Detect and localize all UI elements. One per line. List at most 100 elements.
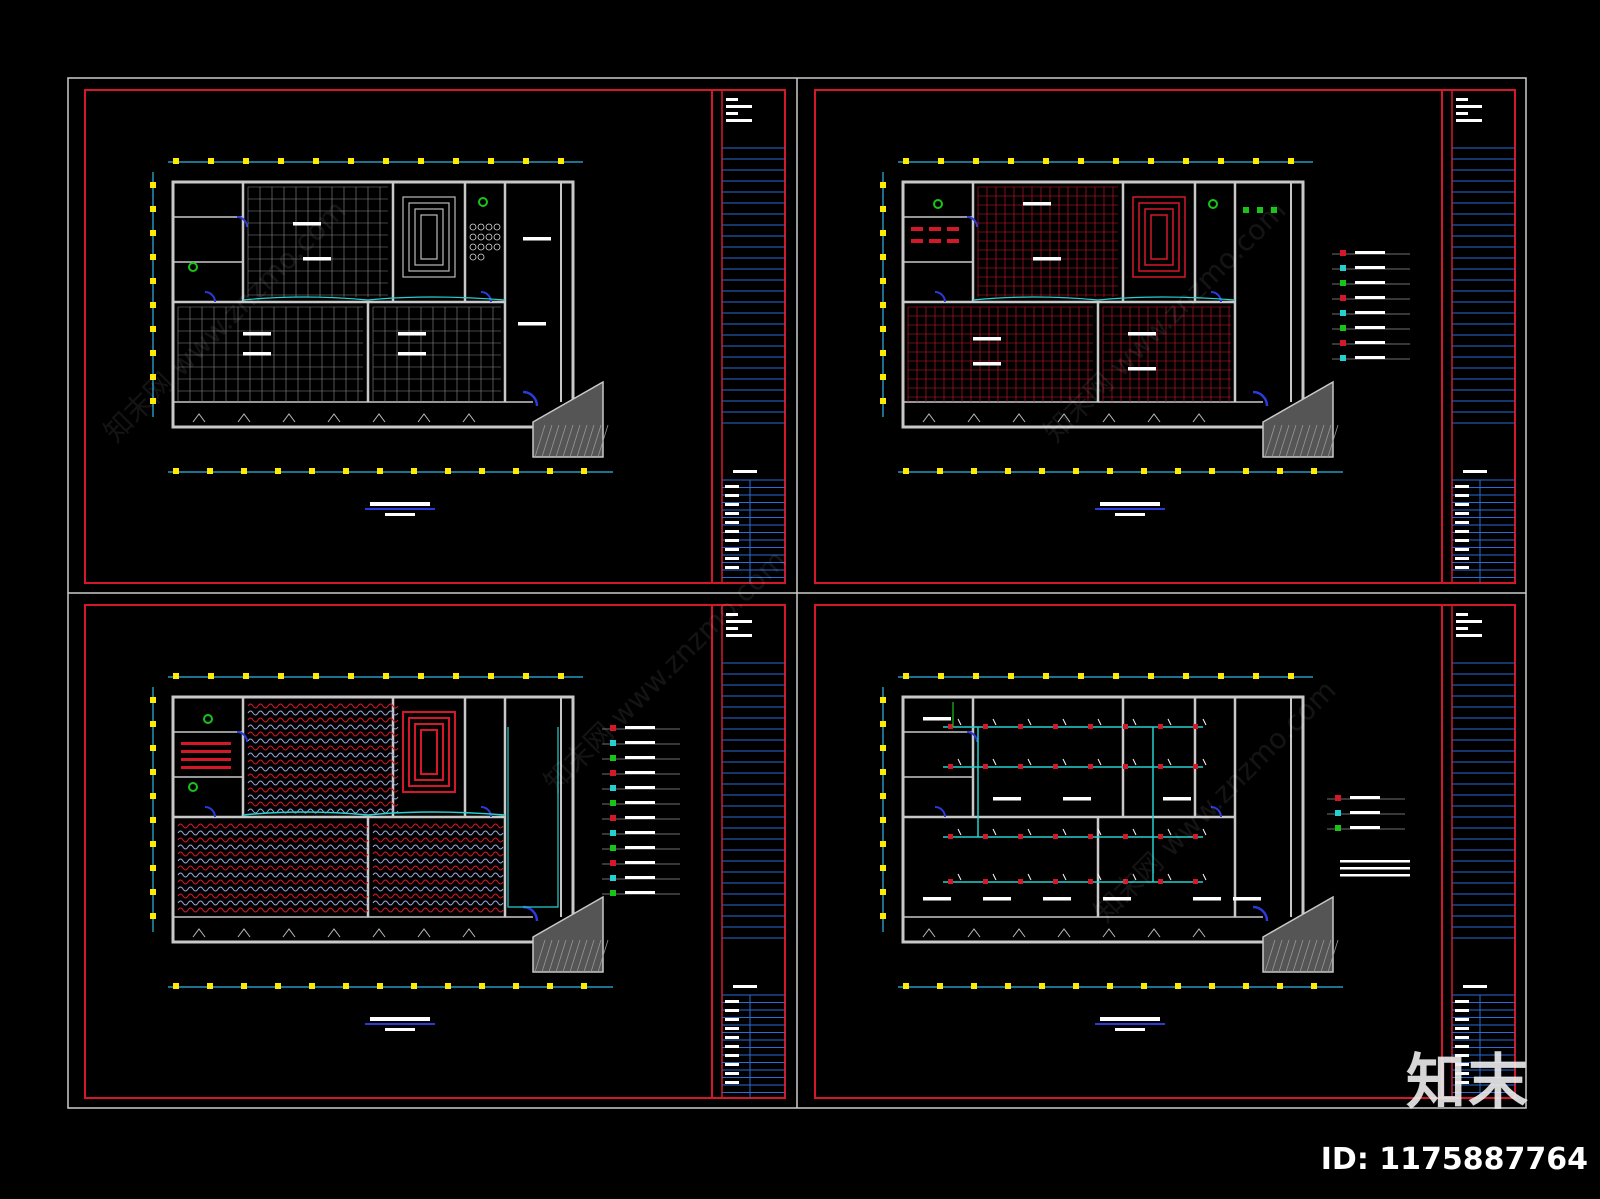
room-label-mark — [1163, 797, 1191, 801]
dimension-marker — [150, 913, 156, 919]
plan-caption-top-left — [365, 502, 435, 516]
dimension-marker — [1218, 673, 1224, 679]
green-symbol — [203, 714, 213, 724]
door-swing — [236, 731, 248, 743]
dimension-marker — [1288, 673, 1294, 679]
dimension-marker — [880, 182, 886, 188]
dimension-marker — [581, 468, 587, 474]
dimension-marker — [880, 865, 886, 871]
dimension-marker — [275, 468, 281, 474]
dimension-marker — [1078, 673, 1084, 679]
dimension-marker — [173, 983, 179, 989]
dimension-marker — [513, 983, 519, 989]
dimension-marker — [1148, 673, 1154, 679]
dimension-marker — [903, 158, 909, 164]
green-symbol — [188, 262, 198, 272]
dimension-marker — [880, 350, 886, 356]
dimension-marker — [1218, 158, 1224, 164]
dimension-marker — [1005, 468, 1011, 474]
dimension-marker — [348, 673, 354, 679]
dimension-marker — [971, 983, 977, 989]
dimension-marker — [488, 158, 494, 164]
dimension-marker — [418, 158, 424, 164]
room-label-mark — [973, 362, 1001, 366]
green-symbol — [188, 782, 198, 792]
door-swing — [480, 291, 492, 303]
dimension-marker — [1175, 983, 1181, 989]
door-swing — [282, 928, 296, 938]
dimension-marker — [880, 230, 886, 236]
room-label-mark — [398, 352, 426, 356]
door-swing — [922, 413, 936, 423]
outer-wall — [171, 695, 575, 944]
dimension-marker — [278, 158, 284, 164]
outer-wall — [901, 180, 1305, 429]
dimension-marker — [150, 793, 156, 799]
door-swing — [1192, 413, 1206, 423]
dimension-marker — [880, 374, 886, 380]
dimension-marker — [479, 983, 485, 989]
dimension-marker — [1183, 158, 1189, 164]
brand-logo-text: 知末 — [1406, 1048, 1530, 1118]
dimension-marker — [1148, 158, 1154, 164]
dimension-marker — [150, 817, 156, 823]
dimension-marker — [937, 983, 943, 989]
legend — [1332, 250, 1410, 361]
title-block — [1441, 604, 1516, 1099]
dimension-marker — [150, 182, 156, 188]
door-swing — [966, 216, 978, 228]
room-label-mark — [1193, 897, 1221, 901]
dimension-marker — [343, 983, 349, 989]
dimension-marker — [411, 983, 417, 989]
door-swing — [204, 291, 216, 303]
plan-caption-bottom-right — [1095, 1017, 1165, 1031]
title-block — [1441, 89, 1516, 584]
dimension-marker — [937, 468, 943, 474]
entrance-hatch — [532, 380, 609, 458]
dimension-marker — [1008, 673, 1014, 679]
dimension-marker — [523, 673, 529, 679]
dimension-marker — [513, 468, 519, 474]
room-label-mark — [1128, 332, 1156, 336]
door-swing — [967, 413, 981, 423]
dimension-marker — [1005, 983, 1011, 989]
dimension-marker — [1113, 158, 1119, 164]
floor-plan — [150, 158, 613, 474]
dimension-marker — [880, 721, 886, 727]
door-swing — [1147, 928, 1161, 938]
sheet-top-right — [814, 89, 1516, 584]
title-block — [711, 604, 786, 1099]
dimension-marker — [903, 673, 909, 679]
room-label-mark — [923, 717, 951, 721]
green-symbol — [933, 199, 943, 209]
dimension-marker — [581, 983, 587, 989]
room-label-mark — [243, 332, 271, 336]
dimension-marker — [313, 158, 319, 164]
dimension-marker — [173, 468, 179, 474]
dimension-marker — [377, 983, 383, 989]
room-label-mark — [1128, 367, 1156, 371]
room-label-mark — [1043, 897, 1071, 901]
room-label-mark — [523, 237, 551, 241]
dimension-marker — [313, 673, 319, 679]
dimension-marker — [1277, 983, 1283, 989]
dimension-marker — [1039, 468, 1045, 474]
ceiling-grid — [177, 306, 363, 402]
green-symbol — [1208, 199, 1218, 209]
image-id-label: ID: 1175887764 — [1320, 1142, 1588, 1177]
dimension-marker — [880, 278, 886, 284]
door-swing — [1057, 413, 1071, 423]
dimension-marker — [903, 468, 909, 474]
dimension-marker — [343, 468, 349, 474]
floor-heating-coil — [247, 703, 399, 814]
dimension-marker — [241, 983, 247, 989]
door-swing — [282, 413, 296, 423]
door-swing — [372, 928, 386, 938]
dimension-marker — [453, 673, 459, 679]
dimension-marker — [445, 983, 451, 989]
door-swing — [327, 413, 341, 423]
dimension-marker — [880, 326, 886, 332]
legend — [602, 725, 680, 896]
dimension-marker — [411, 468, 417, 474]
